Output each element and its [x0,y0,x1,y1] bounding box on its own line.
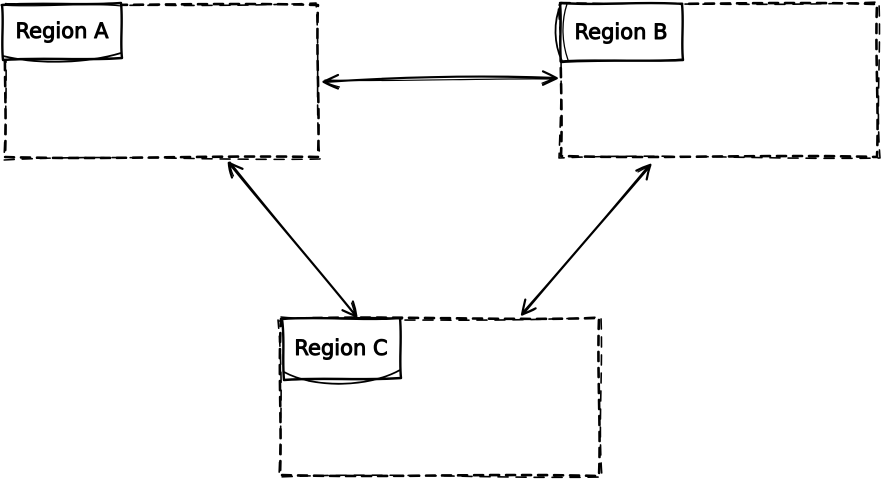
region-c-label-box-flourish-top [280,316,403,320]
arrow-region-a-region-c [227,161,358,318]
arrow-b-c-shaft-2 [521,164,650,314]
arrow-a-c-head-bottom-2 [350,302,356,316]
region-b-label-box-flourish [554,3,563,62]
region-c-label: Region C [294,336,387,360]
region-a-label-box-flourish [2,52,122,63]
region-a-label-box-flourish-top [0,3,123,7]
arrow-a-c-head-top [227,161,244,179]
arrow-b-c-head-top-2 [637,165,650,173]
region-a-label: Region A [16,19,110,43]
region-a-boundary [2,2,321,161]
region-b-label-box-flourish-2 [560,3,684,62]
arrow-b-c-head-bottom-2 [522,309,535,315]
region-c-label-box-border [280,316,403,382]
arrow-a-b-head-left-2 [323,80,341,88]
arrow-b-c-head-top [635,163,652,181]
region-b-label-box-border [558,1,685,64]
region-a-label-box-border [0,1,124,62]
arrow-a-c-shaft-2 [229,161,356,316]
region-c-label-box-flourish [283,369,401,385]
arrow-a-b-head-right [541,70,558,86]
region-b-boundary-stroke [559,1,879,159]
region-a-label-box [0,1,124,63]
arrow-a-c-head-bottom [341,300,358,318]
arrow-b-c-head-bottom [520,298,537,316]
region-c-boundary [277,316,603,479]
region-b-label: Region B [575,20,668,44]
region-b-boundary-stroke-2 [557,1,881,160]
region-b-boundary [557,1,881,160]
arrow-a-b-head-right-2 [541,77,557,84]
region-a-boundary-stroke-2 [2,2,321,161]
arrow-a-b-head-left [322,73,340,90]
arrow-a-b-shaft-2 [324,78,556,82]
arrow-region-a-region-b [322,70,558,90]
region-b-label-box [554,1,685,64]
arrow-region-b-region-c [520,163,652,316]
region-c-boundary-stroke-2 [277,316,603,479]
region-c-label-box [280,316,403,385]
arrow-a-c-head-top-2 [229,163,235,177]
